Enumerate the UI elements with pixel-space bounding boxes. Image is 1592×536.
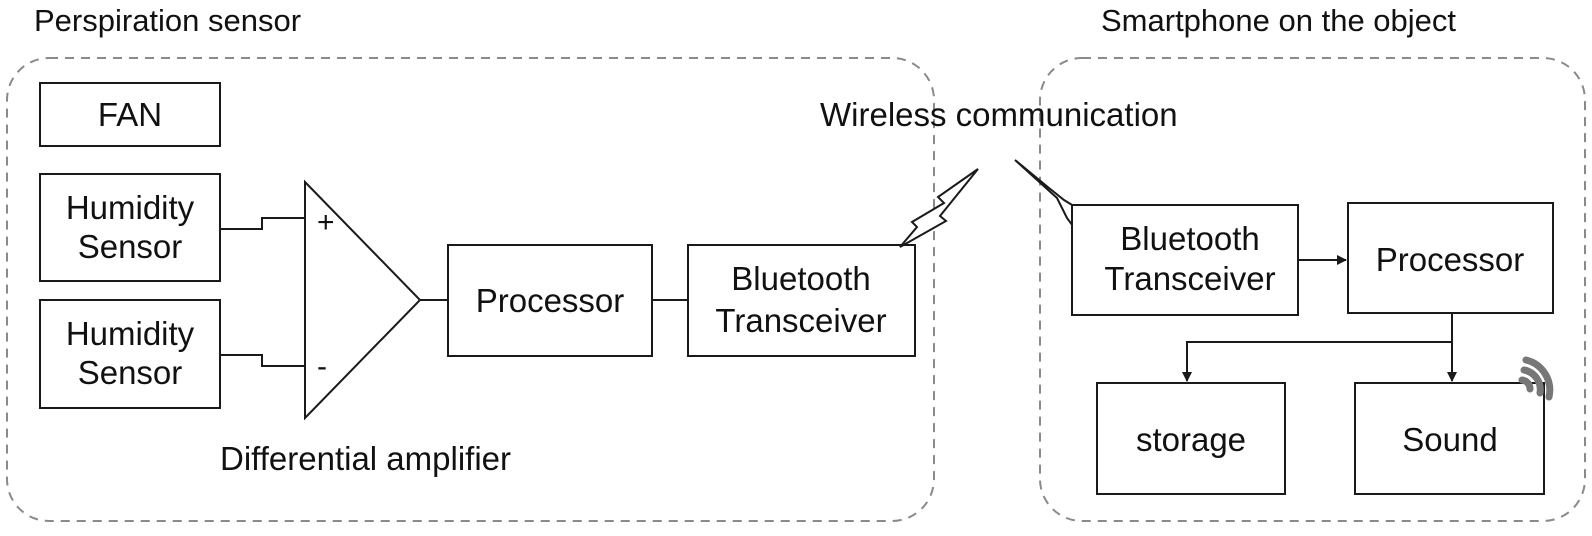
- storage-label: storage: [1136, 421, 1246, 458]
- humidity-sensor-1-label-line1: Humidity: [66, 189, 195, 226]
- humidity-2-to-amp-wire: [220, 354, 305, 367]
- sensor-group-border: [6, 57, 935, 522]
- fan-block: [39, 82, 221, 147]
- storage-block: [1096, 382, 1286, 495]
- phone-processor-label: Processor: [1376, 241, 1525, 278]
- phone-bluetooth-block: [1071, 204, 1299, 316]
- humidity-sensor-1-block: [39, 173, 221, 282]
- sensor-bluetooth-block: [687, 244, 916, 357]
- humidity-1-to-amp-wire: [220, 217, 305, 230]
- wireless-communication-label: Wireless communication: [820, 96, 1178, 133]
- phone-bluetooth-label-line2: Transceiver: [1104, 260, 1275, 297]
- sound-block: [1354, 382, 1545, 495]
- sound-label: Sound: [1402, 421, 1497, 458]
- humidity-sensor-1-label-line2: Sensor: [78, 228, 183, 265]
- amplifier-minus-sign: -: [317, 350, 327, 383]
- fan-label: FAN: [98, 96, 162, 133]
- amplifier-plus-sign: +: [317, 206, 335, 239]
- differential-amplifier-symbol: [304, 179, 422, 421]
- humidity-sensor-2-label-line1: Humidity: [66, 315, 195, 352]
- phone-bluetooth-label-line1: Bluetooth: [1120, 220, 1259, 257]
- sensor-processor-label: Processor: [476, 282, 625, 319]
- phone-processor-block: [1347, 202, 1554, 314]
- humidity-sensor-2-label-line2: Sensor: [78, 354, 183, 391]
- sensor-group-title: Perspiration sensor: [34, 3, 301, 38]
- sensor-bluetooth-label-line2: Transceiver: [715, 302, 886, 339]
- phone-group-border: [1039, 57, 1586, 522]
- processor-to-storage-arrow: [1182, 341, 1452, 382]
- sensor-bluetooth-label-line1: Bluetooth: [731, 260, 870, 297]
- phone-group-title: Smartphone on the object: [1101, 3, 1456, 38]
- amplifier-label: Differential amplifier: [220, 440, 511, 477]
- lightning-bolt-icon: [899, 168, 979, 248]
- sound-waves-icon: [1518, 356, 1554, 401]
